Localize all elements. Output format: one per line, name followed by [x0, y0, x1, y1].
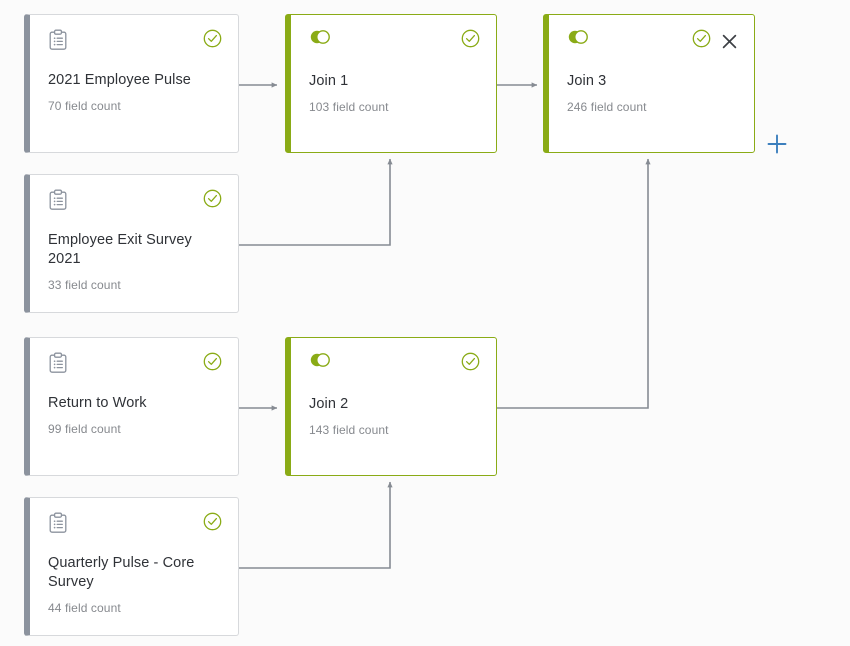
node-header	[309, 29, 480, 55]
node-field-count: 246 field count	[567, 100, 647, 114]
check-circle-icon	[203, 352, 222, 376]
node-header-actions	[203, 29, 222, 53]
node-title: 2021 Employee Pulse	[48, 72, 191, 88]
node-card-source[interactable]: Quarterly Pulse - Core Survey 44 field c…	[24, 497, 239, 636]
node-card-join[interactable]: Join 2 143 field count	[285, 337, 497, 476]
node-title: Employee Exit Survey 2021	[48, 232, 192, 267]
node-header	[309, 352, 480, 378]
join-venn-icon	[309, 352, 331, 373]
join-venn-icon	[309, 29, 331, 50]
node-card-join[interactable]: Join 1 103 field count	[285, 14, 497, 153]
check-circle-icon	[461, 29, 480, 53]
node-header	[48, 29, 222, 55]
check-circle-icon	[692, 29, 711, 53]
clipboard-list-icon	[48, 352, 68, 379]
node-header	[48, 512, 222, 538]
node-card-source[interactable]: Return to Work 99 field count	[24, 337, 239, 476]
node-header-actions	[461, 29, 480, 53]
node-field-count: 103 field count	[309, 100, 389, 114]
node-header	[567, 29, 738, 55]
check-circle-icon	[203, 512, 222, 536]
check-circle-icon	[203, 189, 222, 213]
connector-exit-to-join1	[239, 158, 393, 246]
node-title: Join 3	[567, 73, 607, 89]
node-header-actions	[203, 189, 222, 213]
clipboard-list-icon	[48, 29, 68, 56]
connector-join2-to-join3	[497, 158, 651, 409]
node-header	[48, 189, 222, 215]
close-x-icon[interactable]	[721, 33, 738, 50]
node-header-actions	[203, 352, 222, 376]
node-field-count: 44 field count	[48, 601, 121, 615]
node-card-source[interactable]: 2021 Employee Pulse 70 field count	[24, 14, 239, 153]
node-card-join[interactable]: Join 3 246 field count	[543, 14, 755, 153]
connector-quarterly-to-join2	[239, 481, 393, 569]
node-header-actions	[692, 29, 738, 53]
clipboard-list-icon	[48, 189, 68, 216]
node-header-actions	[461, 352, 480, 376]
add-step-button[interactable]	[766, 133, 788, 155]
clipboard-list-icon	[48, 512, 68, 539]
node-card-source[interactable]: Employee Exit Survey 2021 33 field count	[24, 174, 239, 313]
node-header	[48, 352, 222, 378]
node-title: Join 2	[309, 396, 349, 412]
node-field-count: 99 field count	[48, 422, 121, 436]
node-field-count: 143 field count	[309, 423, 389, 437]
node-title: Quarterly Pulse - Core Survey	[48, 555, 195, 590]
check-circle-icon	[203, 29, 222, 53]
node-field-count: 70 field count	[48, 99, 121, 113]
node-header-actions	[203, 512, 222, 536]
node-title: Join 1	[309, 73, 349, 89]
node-field-count: 33 field count	[48, 278, 121, 292]
join-venn-icon	[567, 29, 589, 50]
node-title: Return to Work	[48, 395, 147, 411]
check-circle-icon	[461, 352, 480, 376]
